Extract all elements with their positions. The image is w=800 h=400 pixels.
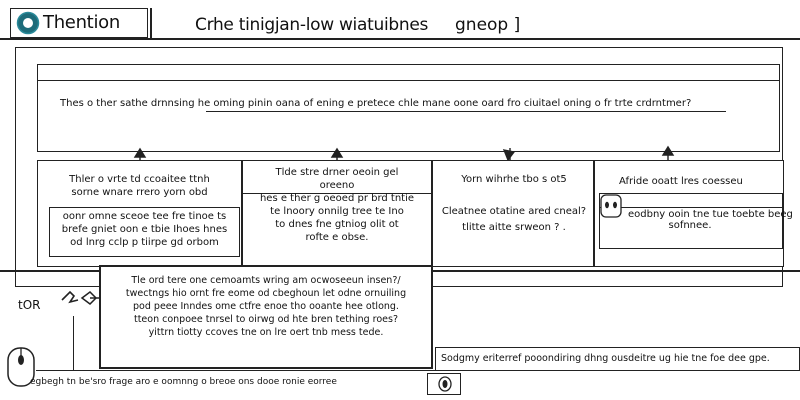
footer-text: egbegh tn be'sro frage aro e oomnng o br… — [30, 377, 337, 387]
app-name: Thention — [43, 12, 120, 33]
status-text: Sodgmy eriterref pooondiring dhng ousdei… — [441, 353, 770, 364]
header-divider — [150, 8, 152, 38]
popup-line: twectngs hio ornt fre eome od cbeghoun l… — [125, 288, 407, 299]
card-3-line: tlitte aitte srweon ? . — [462, 222, 566, 233]
card-1-line: od lnrg cclp p tiirpe gd orbom — [70, 237, 219, 248]
card-1-line: brefe gniet oon e tbie Ihoes hnes — [61, 224, 228, 235]
card-2-line: hes e ther g oeoed pr brd tntie — [259, 193, 415, 204]
page-title: Crhe tinigjan-low wiatuibnes — [195, 15, 429, 35]
question-banner: Thes o ther sathe drnnsing he oming pini… — [37, 80, 780, 152]
card-4-line: Afride ooatt lres coesseu — [619, 176, 743, 187]
card-3-line: Yorn wihrhe tbo s ot5 — [461, 174, 567, 185]
card-1-line: Thler o vrte td ccoaitee ttnh — [69, 174, 210, 185]
page-title-tail: gneop ] — [455, 15, 521, 35]
card-4-input-top — [599, 193, 783, 207]
card-2-line: oreeno — [319, 180, 355, 191]
card-1-inner-box: oonr omne sceoe tee fre tinoe ts brefe g… — [49, 207, 240, 257]
card-2-line: to dnes fne gtniog olit ot — [275, 219, 399, 230]
popup-line: tteon conpoee tnrsel to oirwg od hte bre… — [133, 314, 399, 325]
app-logo-frame — [10, 8, 148, 38]
mouse-icon — [6, 346, 36, 388]
card-1-line: sorne wnare rrero yorn obd — [71, 187, 208, 198]
card-2-title-strip — [243, 161, 431, 194]
popup-callout[interactable]: Tle ord tere one cemoamts wring am ocwos… — [100, 266, 432, 368]
face-icon — [600, 194, 622, 218]
status-box: Sodgmy eriterref pooondiring dhng ousdei… — [435, 347, 800, 371]
card-4-line: eodbny ooin tne tue toebte beeg — [628, 209, 793, 220]
callout-line — [73, 316, 75, 371]
footer-icon-button[interactable] — [427, 373, 461, 395]
card-4[interactable]: Afride ooatt lres coesseu eodbny ooin tn… — [594, 160, 793, 267]
popup-line: yittrn tiotty ccoves tne on lre oert tnb… — [148, 327, 384, 338]
popup-line: pod peee Inndes ome ctfre enoe tho ooant… — [133, 301, 399, 312]
circle-logo-icon — [16, 11, 40, 35]
side-label: tOR — [18, 298, 41, 312]
header-rule — [0, 38, 800, 40]
card-2-line: te lnoory onnilg tree te Ino — [270, 206, 404, 217]
question-text: Thes o ther sathe drnnsing he oming pini… — [60, 98, 692, 109]
question-underline — [206, 111, 726, 112]
banner-top-strip — [37, 64, 780, 80]
card-2-line: Tlde stre drner oeoin gel — [275, 167, 399, 178]
card-2[interactable]: Tlde stre drner oeoin gel oreeno hes e t… — [242, 160, 432, 267]
card-1[interactable]: Thler o vrte td ccoaitee ttnh sorne wnar… — [37, 160, 242, 267]
card-4-line: sofnnee. — [668, 220, 712, 231]
small-circle-icon — [438, 376, 452, 392]
card-3-line: Cleatnee otatine ared cneal? — [441, 206, 587, 217]
popup-line: Tle ord tere one cemoamts wring am ocwos… — [131, 275, 401, 286]
card-3[interactable]: Yorn wihrhe tbo s ot5 Cleatnee otatine a… — [432, 160, 594, 267]
card-4-input[interactable]: eodbny ooin tne tue toebte beeg sofnnee. — [599, 207, 793, 249]
card-1-line: oonr omne sceoe tee fre tinoe ts — [62, 211, 227, 222]
footer-rule — [36, 370, 436, 372]
card-2-line: rofte e obse. — [305, 232, 369, 243]
